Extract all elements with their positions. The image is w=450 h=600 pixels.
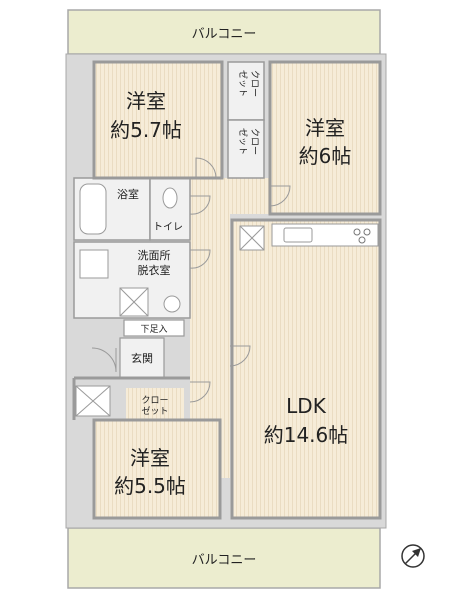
balcony-bottom (67, 527, 381, 589)
closet-lower-label-2: ゼット (237, 128, 249, 155)
bathtub-icon (79, 183, 107, 235)
entrance-floor (119, 337, 165, 379)
floor-room-sw (94, 420, 220, 518)
stove-icon (353, 228, 371, 244)
shoe-box-label: 下足入 (140, 324, 167, 335)
balcony-top (67, 9, 381, 55)
compass-icon (401, 544, 425, 568)
shaft-icon-sw (75, 385, 111, 417)
floor-closet-sw (126, 388, 184, 420)
sink-vanity-icon (119, 287, 181, 317)
floor-room-ne (270, 62, 380, 214)
toilet-label: トイレ (153, 222, 183, 233)
closet-upper-label-2: ゼット (237, 70, 249, 97)
closet-lower (227, 119, 265, 179)
balcony-top-label: バルコニー (192, 27, 257, 42)
room-sw-size: 約5.5帖 (114, 474, 186, 498)
washing-machine-pan-icon (79, 249, 109, 279)
room-ne-name: 洋室 (305, 116, 345, 140)
room-nw-size: 約5.7帖 (110, 118, 182, 142)
bath-label: 浴室 (117, 187, 139, 201)
room-nw-name: 洋室 (126, 89, 166, 113)
washroom-label-1: 洗面所 (138, 249, 171, 262)
sink-icon (283, 227, 313, 243)
floor-hall-top (210, 178, 270, 214)
washroom-label-2: 脱衣室 (138, 263, 171, 277)
closet-upper-label-1: クロー (249, 70, 260, 97)
walls (72, 60, 382, 520)
entrance-label: 玄関 (131, 351, 153, 365)
floor-ldk (232, 220, 380, 518)
closet-sw-label-2: ゼット (141, 405, 168, 417)
balcony-bottom-label: バルコニー (192, 553, 257, 568)
door-swings (91, 157, 291, 403)
ldk-name: LDK (286, 394, 327, 418)
shaft-icon (239, 225, 265, 251)
room-ne-size: 約6帖 (299, 144, 352, 168)
toilet-icon (162, 187, 178, 209)
room-sw-name: 洋室 (130, 446, 170, 470)
shoe-box (123, 319, 185, 337)
ldk-size: 約14.6帖 (264, 423, 349, 447)
closet-sw-label-1: クロー (141, 395, 168, 406)
closet-lower-label-1: クロー (249, 128, 260, 155)
